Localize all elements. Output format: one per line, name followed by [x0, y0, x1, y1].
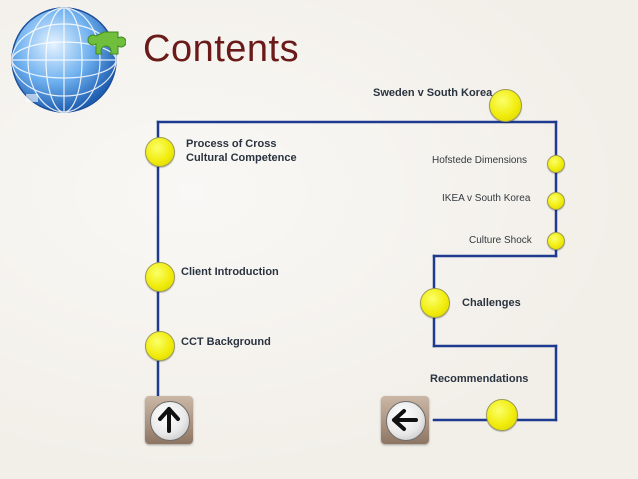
label-client-intro: Client Introduction: [181, 266, 279, 278]
node-culture-shock[interactable]: [547, 232, 565, 250]
arrow-left-icon: [392, 409, 418, 431]
puzzle-globe-logo: [11, 7, 126, 113]
arrow-up-icon: [158, 407, 180, 433]
nav-back-button[interactable]: [381, 396, 429, 444]
node-recommendations[interactable]: [486, 399, 518, 431]
node-process[interactable]: [145, 137, 175, 167]
slide-title: Contents: [143, 28, 300, 70]
node-challenges[interactable]: [420, 288, 450, 318]
label-cct-background: CCT Background: [181, 336, 271, 348]
node-client-intro[interactable]: [145, 262, 175, 292]
label-hofstede: Hofstede Dimensions: [432, 155, 528, 166]
label-process-line2: Cultural Competence: [186, 152, 297, 164]
label-recommendations: Recommendations: [430, 373, 529, 385]
label-sweden: Sweden v South Korea: [373, 87, 493, 99]
node-ikea[interactable]: [547, 192, 565, 210]
label-ikea: IKEA v South Korea: [442, 193, 531, 204]
node-hofstede[interactable]: [547, 155, 565, 173]
node-sweden[interactable]: [489, 89, 522, 122]
node-cct-background[interactable]: [145, 331, 175, 361]
label-process-line1: Process of Cross: [186, 138, 277, 150]
label-challenges: Challenges: [462, 297, 521, 309]
nav-up-button[interactable]: [145, 396, 193, 444]
label-culture-shock: Culture Shock: [469, 235, 532, 246]
